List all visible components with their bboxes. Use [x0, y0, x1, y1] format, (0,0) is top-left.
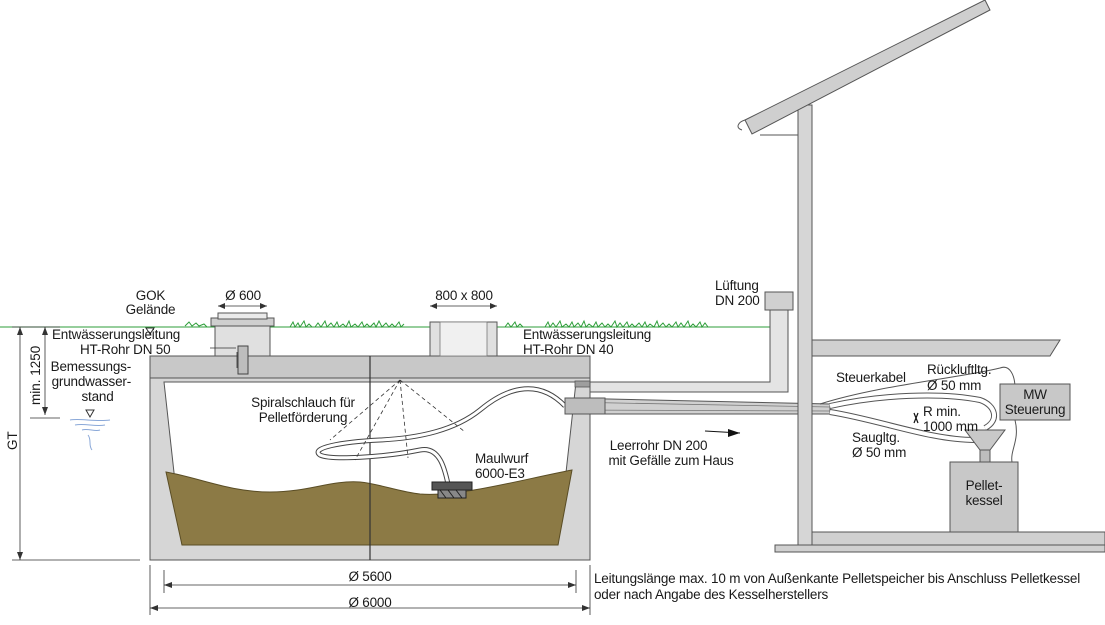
pellet-boiler — [949, 429, 1019, 533]
conduit-label-1: Leerrohr DN 200 — [609, 438, 708, 453]
spiral-hose — [315, 379, 567, 485]
gok-label: GOK — [135, 288, 166, 303]
boiler-label-2: kessel — [965, 493, 1003, 508]
shaft-size-label: 800 x 800 — [435, 288, 493, 303]
inner-diameter-label: Ø 5600 — [348, 569, 392, 584]
drainage-right-label: Entwässerungsleitung — [523, 327, 652, 342]
line-length-note-2: oder nach Angabe des Kesselherstellers — [594, 587, 829, 602]
lueftung-label: Lüftung — [715, 278, 759, 293]
maulwurf-label-1: Maulwurf — [475, 451, 529, 466]
groundwater-label-3: stand — [81, 389, 114, 404]
spiral-hose-label-1: Spiralschlauch für — [251, 395, 355, 410]
return-line-label-1: Rückluftltg. — [927, 362, 992, 377]
drainage-left-pipe-label: HT-Rohr DN 50 — [80, 342, 171, 357]
return-line-label-2: Ø 50 mm — [927, 378, 982, 393]
pellet-tank — [149, 355, 591, 561]
maulwurf-label-2: 6000-E3 — [475, 466, 525, 481]
groundwater-label-1: Bemessungs- — [50, 359, 132, 374]
ground-level — [0, 319, 773, 329]
min-depth-label: min. 1250 — [28, 345, 43, 405]
ventilation-pipe — [589, 291, 794, 393]
suction-line-label-1: Saugltg. — [852, 430, 900, 445]
control-box — [999, 383, 1071, 421]
boiler-label-1: Pellet- — [965, 478, 1003, 493]
control-box-label-2: Steuerung — [1004, 402, 1066, 417]
shaft-diameter-label: Ø 600 — [225, 288, 261, 303]
conduit — [564, 397, 831, 437]
gt-label: GT — [5, 431, 20, 450]
spiral-hose-label-2: Pelletförderung — [258, 410, 348, 425]
drainage-right-pipe-label: HT-Rohr DN 40 — [523, 342, 614, 357]
radius-label-2: 1000 mm — [923, 419, 978, 434]
gok-marker — [145, 327, 155, 335]
drainage-left-label: Entwässerungsleitung — [52, 327, 181, 342]
suction-line-label-2: Ø 50 mm — [852, 445, 907, 460]
control-box-label-1: MW — [1023, 387, 1047, 402]
groundwater-symbol — [69, 409, 111, 451]
outer-diameter-label: Ø 6000 — [348, 595, 392, 610]
line-length-note-1: Leitungslänge max. 10 m von Außenkante P… — [594, 571, 1081, 586]
maulwurf-unit — [431, 481, 473, 499]
gelaende-label: Gelände — [125, 302, 176, 317]
dimension-arrows — [17, 303, 590, 611]
groundwater-label-2: grundwasser- — [51, 374, 132, 389]
building — [737, 0, 1105, 553]
access-shafts — [210, 312, 498, 375]
boiler-lines — [819, 366, 1017, 463]
lueftung-dn-label: DN 200 — [715, 293, 760, 308]
radius-label-1: R min. — [923, 404, 961, 419]
control-cable-label: Steuerkabel — [836, 370, 906, 385]
dimension-lines — [12, 305, 591, 615]
conduit-label-2: mit Gefälle zum Haus — [608, 453, 734, 468]
